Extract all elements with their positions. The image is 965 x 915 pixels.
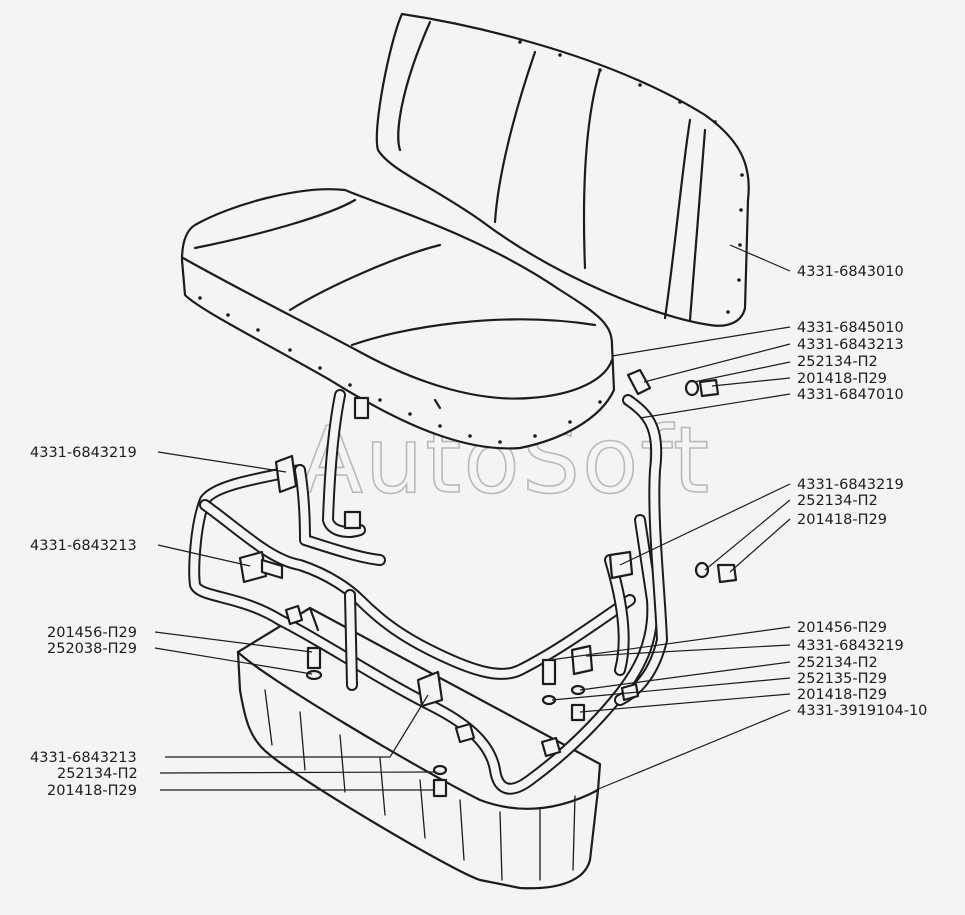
label-washer-r-low2: 252135-П29 xyxy=(797,671,887,687)
backrest xyxy=(375,12,750,327)
label-bolt-r-mid: 201418-П29 xyxy=(797,512,887,528)
label-washer-l-low: 252038-П29 xyxy=(47,641,137,657)
fasteners xyxy=(238,368,738,798)
label-bracket-bottom: 4331-6843213 xyxy=(30,750,137,766)
label-washer-r-mid: 252134-П2 xyxy=(797,493,878,509)
label-bracket-l-mid: 4331-6843213 xyxy=(30,538,137,554)
label-backrest: 4331-6843010 xyxy=(797,264,904,280)
label-bolt-l-low: 201456-П29 xyxy=(47,625,137,641)
seat-cushion xyxy=(180,188,616,450)
label-bracket-r-mid: 4331-6843219 xyxy=(797,477,904,493)
label-bracket-l-upper: 4331-6843219 xyxy=(30,445,137,461)
label-washer-bottom: 252134-П2 xyxy=(57,766,138,782)
label-box: 4331-3919104-10 xyxy=(797,703,927,719)
label-bolt-r-low2: 201418-П29 xyxy=(797,687,887,703)
label-bolt-bottom: 201418-П29 xyxy=(47,783,137,799)
label-washer-r-top: 252134-П2 xyxy=(797,354,878,370)
storage-box xyxy=(236,606,602,890)
label-bracket-r-low: 4331-6843219 xyxy=(797,638,904,654)
leader-lines xyxy=(154,244,791,791)
label-bolt-r-low: 201456-П29 xyxy=(797,620,887,636)
label-cushion: 4331-6845010 xyxy=(797,320,904,336)
label-frame: 4331-6847010 xyxy=(797,387,904,403)
label-bracket-r-top: 4331-6843213 xyxy=(797,337,904,353)
label-bolt-r-top: 201418-П29 xyxy=(797,371,887,387)
labels: 4331-6843010 4331-6845010 4331-6843213 2… xyxy=(30,264,927,799)
label-washer-r-low1: 252134-П2 xyxy=(797,655,878,671)
